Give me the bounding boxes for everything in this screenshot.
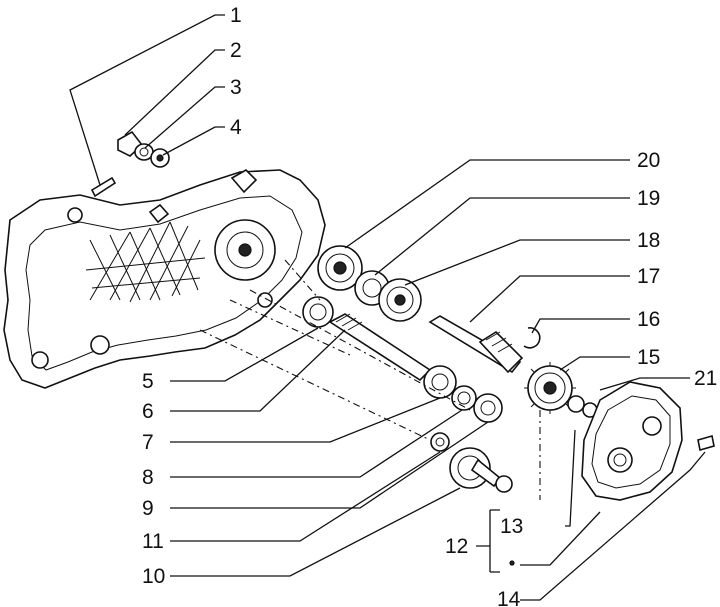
dowel-pin-part-1 xyxy=(90,176,117,198)
label-part-14: 14 xyxy=(497,588,521,607)
label-part-7: 7 xyxy=(142,431,154,454)
seal-part-8 xyxy=(451,385,477,411)
label-part-17: 17 xyxy=(637,265,660,288)
label-part-2: 2 xyxy=(230,39,242,62)
label-part-18: 18 xyxy=(637,229,660,252)
pinion-shaft-part-6 xyxy=(328,313,432,382)
label-part-9: 9 xyxy=(142,497,154,520)
gear-part-15 xyxy=(524,362,576,414)
label-part-4: 4 xyxy=(230,116,242,139)
label-part-21: 21 xyxy=(694,367,717,390)
label-part-5: 5 xyxy=(142,370,154,393)
bearing-part-20 xyxy=(317,245,363,291)
label-part-6: 6 xyxy=(142,400,154,423)
transmission-cover xyxy=(581,381,683,501)
label-part-8: 8 xyxy=(142,466,154,489)
label-part-10: 10 xyxy=(142,565,165,588)
washer-part-3 xyxy=(134,143,154,161)
bearing-part-5 xyxy=(302,296,334,328)
label-part-20: 20 xyxy=(637,149,660,172)
label-part-19: 19 xyxy=(637,187,660,210)
washer-part-21 xyxy=(567,395,598,418)
label-part-12: 12 xyxy=(445,535,468,558)
bearing-part-7 xyxy=(423,365,457,399)
leader-lines xyxy=(69,14,706,601)
label-part-15: 15 xyxy=(637,346,660,369)
circlip-part-16 xyxy=(523,327,541,349)
screw-part-14 xyxy=(697,434,715,452)
label-part-3: 3 xyxy=(230,76,242,99)
washer-part-4 xyxy=(150,148,170,168)
label-part-16: 16 xyxy=(637,308,660,331)
output-shaft-part-17 xyxy=(428,315,524,374)
gear-shaft-part-10 xyxy=(449,447,513,493)
bearing-part-9 xyxy=(473,393,503,423)
crankcase-housing xyxy=(3,169,326,389)
label-part-11: 11 xyxy=(142,530,164,553)
label-part-1: 1 xyxy=(230,4,242,27)
label-part-13: 13 xyxy=(500,515,523,538)
bearing-part-18 xyxy=(378,278,422,322)
spacer-part-11 xyxy=(430,432,450,452)
